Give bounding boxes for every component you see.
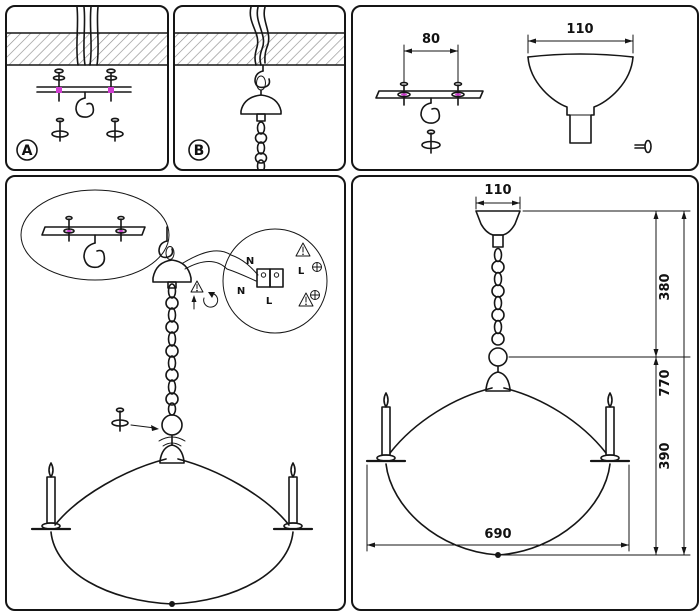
terminal-block — [256, 268, 284, 288]
bracket-detail-callout — [20, 189, 170, 281]
chain — [491, 247, 505, 346]
chandelier-drawing: 110 — [365, 183, 691, 558]
washer-screw — [111, 407, 159, 432]
dim-hole-spacing: 80 — [403, 32, 459, 84]
step-a-drawing: A — [7, 7, 167, 161]
screw-icon — [634, 139, 652, 154]
arm-right — [497, 387, 611, 556]
dim-canopy-width: 110 — [475, 183, 521, 210]
washer-screw — [421, 129, 441, 154]
column-bell — [485, 365, 511, 392]
panel-assembly: N L N L — [5, 175, 346, 611]
body-height-value: 390 — [658, 442, 673, 469]
overall-width-value: 690 — [484, 527, 511, 542]
arm-left — [50, 458, 173, 605]
candle-right — [589, 392, 631, 463]
candle-right — [272, 462, 314, 531]
candle-left — [30, 462, 72, 531]
dim-vertical: 380 770 390 — [502, 210, 691, 556]
hook-icon — [254, 64, 271, 89]
earth-icon — [312, 262, 322, 272]
canopy-width-value: 110 — [566, 22, 593, 37]
screw-mark — [56, 87, 62, 93]
hook-icon — [75, 91, 95, 118]
panel-step-b: B — [173, 5, 346, 171]
overall-height-value: 770 — [658, 369, 673, 396]
dimensions-drawing: 80 — [375, 22, 652, 154]
washer-screw-left — [51, 117, 69, 142]
ceiling-hatch — [7, 32, 167, 66]
chain — [165, 283, 179, 416]
warning-icon — [190, 280, 204, 293]
canopy — [475, 210, 521, 248]
panel-mounting-dimensions: 80 — [351, 5, 699, 171]
bottom-finial — [495, 552, 501, 558]
assembly-drawing: N L N L — [20, 189, 328, 607]
hook-icon — [420, 97, 441, 124]
ceiling-wires — [76, 7, 99, 66]
step-label-b: B — [188, 139, 210, 161]
screw-mark — [118, 230, 124, 232]
terminal-label-l2: L — [266, 296, 273, 307]
screw-mark — [108, 87, 114, 93]
screw-mark — [66, 230, 72, 232]
step-a-letter: A — [22, 143, 33, 159]
suspension-ring — [488, 347, 508, 367]
arm-left — [385, 387, 499, 556]
ceiling-wires — [249, 7, 270, 66]
panel-step-a: A — [5, 5, 169, 171]
bracket-screw-right — [104, 68, 118, 102]
twist-lock-arrows — [191, 292, 219, 310]
chain — [254, 121, 268, 169]
warning-icon — [298, 292, 314, 307]
step-label-a: A — [16, 139, 38, 161]
wire-label-n2: N — [237, 286, 245, 297]
mounting-bracket — [36, 86, 132, 93]
terminal-label-l: L — [298, 266, 305, 277]
wiring-detail-callout: N L N L — [182, 228, 328, 334]
screw-mark — [455, 93, 461, 96]
mounting-bracket — [375, 81, 484, 106]
dim-canopy-width: 110 — [527, 22, 634, 54]
chain-drop-value: 380 — [658, 273, 673, 300]
bracket-screw-left — [52, 68, 66, 102]
arm-right — [171, 458, 294, 605]
canopy — [152, 259, 192, 289]
canopy-profile — [527, 53, 634, 144]
hanging-loop — [256, 75, 266, 96]
candle-left — [365, 392, 407, 463]
step-b-drawing: B — [175, 7, 344, 169]
panel-chandelier-dimensions: 110 — [351, 175, 699, 611]
screw-mark — [401, 93, 407, 96]
wire-label-n: N — [246, 256, 254, 267]
canopy-width-value: 110 — [484, 183, 511, 198]
washer-screw-right — [106, 117, 124, 142]
earth-icon — [310, 290, 320, 300]
canopy — [240, 94, 282, 122]
warning-icon — [295, 242, 311, 257]
dim-overall-width: 690 — [366, 464, 630, 552]
hole-spacing-value: 80 — [422, 32, 440, 47]
step-b-letter: B — [194, 143, 205, 159]
bottom-finial — [169, 601, 175, 607]
